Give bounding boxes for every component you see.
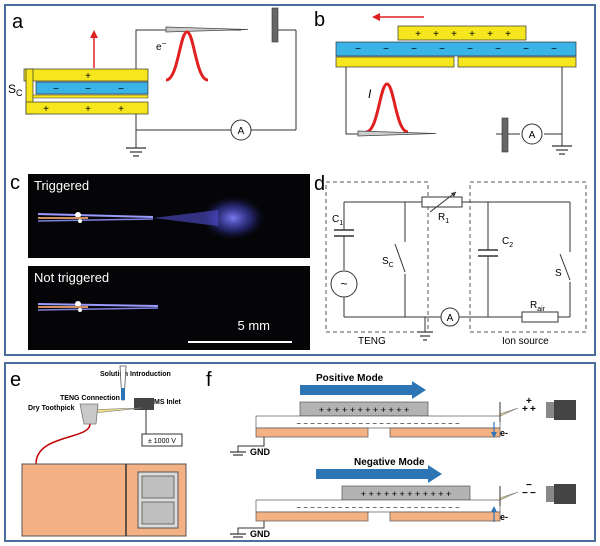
svg-text:− − − − − − − − − − − − − − −: − − − − − − − − − − − − − − − − − − − − … [296, 503, 460, 512]
rair-label: Rair [530, 300, 546, 313]
ammeter-a: A [238, 126, 245, 137]
solution-label: Solution Introduction [100, 371, 171, 378]
svg-text:+: + [85, 104, 91, 115]
ms-inlet-label: MS Inlet [154, 399, 182, 406]
s-label: S [555, 268, 562, 279]
svg-text:+: + [526, 396, 532, 407]
svg-text:−: − [551, 44, 557, 55]
svg-text:−: − [85, 84, 91, 95]
svg-text:−: − [383, 44, 389, 55]
panel-a-letter: a [12, 11, 24, 33]
current-label: I [368, 87, 372, 101]
panel-f-letter: f [206, 369, 212, 391]
scale-bar-label: 5 mm [237, 318, 271, 333]
ammeter-b: A [529, 130, 536, 141]
electron-label: e− [156, 39, 167, 53]
voltage-label: ± 1000 V [148, 438, 176, 445]
svg-text:−: − [522, 488, 528, 499]
panel-a: a e− SC + − − − + + + A [8, 7, 297, 157]
svg-text:−: − [467, 44, 473, 55]
sc-label: SC [8, 82, 23, 98]
svg-text:+: + [415, 29, 421, 40]
b-top-plus-row: + + + + + + [415, 29, 511, 40]
panel-d-letter: d [314, 173, 325, 195]
triggered-label: Triggered [34, 178, 90, 193]
c2-label: C2 [502, 236, 513, 249]
svg-text:+ + + + + + + + + + + +: + + + + + + + + + + + + [361, 489, 452, 499]
svg-text:−: − [411, 44, 417, 55]
panel-e: e Solution Introduction TENG Connection … [10, 365, 187, 537]
triggered-photo: Triggered [28, 174, 310, 258]
not-triggered-photo: Not triggered 5 mm [28, 266, 310, 350]
panel-c: c Triggered Not triggered [6, 172, 310, 354]
svg-text:−: − [118, 84, 124, 95]
ion-source-label: Ion source [502, 336, 549, 347]
svg-text:−: − [53, 84, 59, 95]
electron-label-pos: e- [500, 428, 508, 438]
sc-d-label: SC [382, 256, 394, 269]
svg-text:+: + [469, 29, 475, 40]
not-triggered-label: Not triggered [34, 270, 110, 285]
panel-b-letter: b [314, 9, 325, 31]
bottom-figure-frame [4, 362, 596, 542]
teng-label: TENG [358, 336, 386, 347]
svg-text:−: − [526, 480, 532, 491]
svg-text:+: + [433, 29, 439, 40]
panel-b: b + + + + + + − − − − − − − − I A [314, 9, 577, 155]
gnd-label-neg: GND [250, 529, 271, 539]
negative-mode-label: Negative Mode [354, 457, 425, 468]
r1-label: R1 [438, 212, 449, 225]
negative-mode-arrow [316, 465, 442, 483]
electron-label-neg: e- [500, 512, 508, 522]
svg-text:−: − [439, 44, 445, 55]
source-symbol: ~ [340, 277, 347, 291]
svg-text:+: + [43, 104, 49, 115]
svg-text:−: − [495, 44, 501, 55]
toothpick-label: Dry Toothpick [28, 405, 75, 412]
svg-text:− − − − − − − − − − − − − − −: − − − − − − − − − − − − − − − − − − − − … [296, 419, 460, 428]
ammeter-d: A [447, 313, 454, 324]
svg-text:+: + [118, 104, 124, 115]
svg-text:−: − [523, 44, 529, 55]
svg-text:+: + [85, 71, 91, 82]
panel-f: f Positive Mode + + + + + + + + + + + + … [206, 369, 576, 539]
gnd-label-pos: GND [250, 447, 271, 457]
svg-text:−: − [530, 488, 536, 499]
top-figure-frame [4, 4, 596, 356]
svg-text:+: + [451, 29, 457, 40]
svg-text:+: + [487, 29, 493, 40]
svg-text:+ + + + + + + + + + + +: + + + + + + + + + + + + [319, 405, 410, 415]
svg-text:+: + [522, 404, 528, 415]
panel-d: d ~ C1 SC R1 C2 S Rair A TENG Ion source [314, 173, 587, 347]
c1-label: C1 [332, 214, 343, 227]
panel-c-letter: c [10, 172, 20, 194]
positive-mode-label: Positive Mode [316, 373, 384, 384]
panel-e-letter: e [10, 369, 21, 391]
positive-mode-arrow [300, 381, 426, 399]
svg-text:+: + [505, 29, 511, 40]
svg-text:−: − [355, 44, 361, 55]
svg-text:+: + [530, 404, 536, 415]
teng-conn-label: TENG Connection [60, 395, 120, 402]
